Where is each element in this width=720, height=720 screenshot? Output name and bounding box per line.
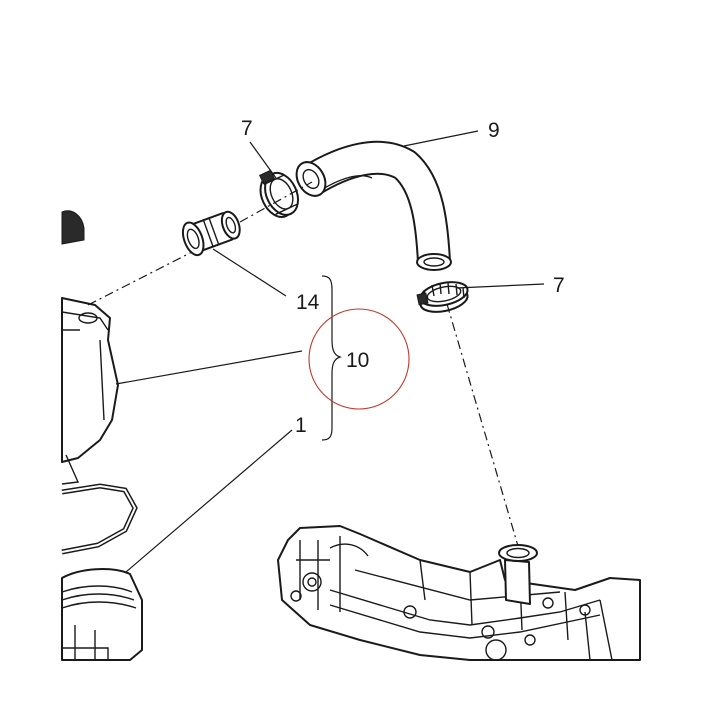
- hose-clamp-lower: [416, 281, 469, 313]
- callout-clamp-lower: 7: [553, 274, 565, 297]
- cylinder-gasket: [61, 483, 138, 555]
- callout-hose: 9: [488, 119, 500, 142]
- coolant-hose: [295, 140, 452, 271]
- engine-block-casting: [277, 525, 641, 661]
- assembly-axis-lines: [87, 181, 519, 547]
- callout-clamp-upper: 7: [241, 117, 253, 140]
- group-brace: [321, 275, 342, 441]
- leader-lines: [115, 130, 545, 573]
- highlight-circle: [308, 308, 410, 410]
- outlet-pipe-stub: [498, 544, 538, 605]
- cylinder-head-cover: [61, 210, 119, 485]
- callout-assembly: 10: [346, 349, 369, 372]
- connector-fitting: [181, 210, 241, 257]
- cylinder-piston: [61, 568, 143, 661]
- callout-fitting: 14: [296, 291, 320, 314]
- callout-cylinder: 1: [295, 414, 307, 437]
